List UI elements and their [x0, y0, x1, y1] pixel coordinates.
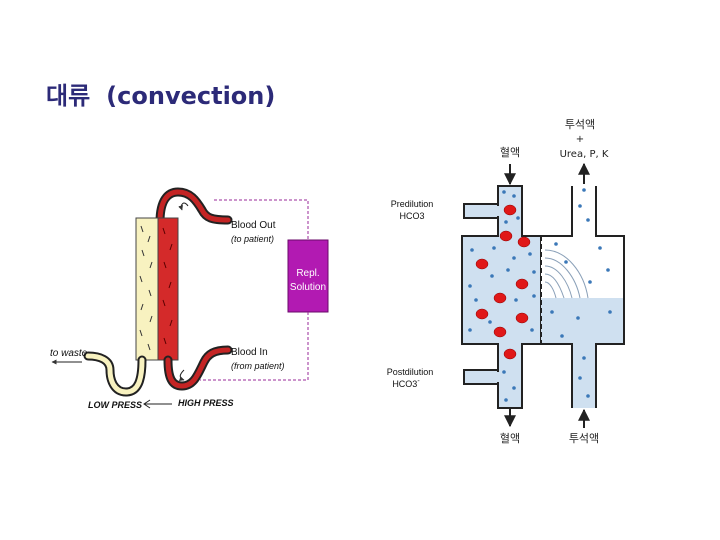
dialysate-out-top-label: 투석액: [565, 118, 595, 131]
solution-label: Solution: [290, 282, 326, 293]
postdilution-label: Postdilution: [387, 367, 434, 377]
hemofilter-diagram: to waste Blood Out (to patient) Blood In…: [50, 187, 329, 410]
title-korean: 대류: [46, 82, 91, 110]
blood-compartment: [157, 217, 179, 361]
repl-line-bottom: [200, 312, 309, 381]
page-title: 대류 (convection): [46, 76, 275, 111]
predilution-inlet: [463, 203, 499, 219]
postdilution-hco3-label: HCO3-: [392, 378, 420, 389]
solutes-label: Urea, P, K: [560, 149, 609, 160]
blood-out-bottom-label: 혈액: [500, 431, 520, 445]
dialysate-side-upper: [541, 186, 624, 298]
blood-in-label: Blood In: [231, 347, 268, 358]
predilution-label: Predilution: [391, 199, 434, 209]
repl-label: Repl.: [296, 268, 319, 279]
membrane: [135, 217, 159, 361]
blood-in-top-label: 혈액: [500, 145, 520, 159]
convection-chamber-diagram: 혈액 투석액 + Urea, P, K Predilution HCO3 Pos…: [387, 118, 625, 445]
high-press-label: HIGH PRESS: [178, 398, 234, 408]
from-patient-label: (from patient): [231, 361, 285, 371]
plus-sign: +: [576, 134, 584, 145]
dialysate-in-bottom-label: 투석액: [569, 432, 599, 445]
to-waste-label: to waste: [50, 348, 88, 359]
repl-line-top: [214, 199, 309, 240]
predilution-hco3-label: HCO3: [399, 211, 424, 221]
low-press-label: LOW PRESS: [88, 400, 142, 410]
postdilution-inlet: [463, 369, 499, 385]
title-english: (convection): [106, 82, 276, 110]
dialysate-side-lower: [541, 298, 624, 408]
repl-solution-box: [287, 239, 329, 313]
to-patient-label: (to patient): [231, 234, 274, 244]
blood-out-label: Blood Out: [231, 220, 276, 231]
